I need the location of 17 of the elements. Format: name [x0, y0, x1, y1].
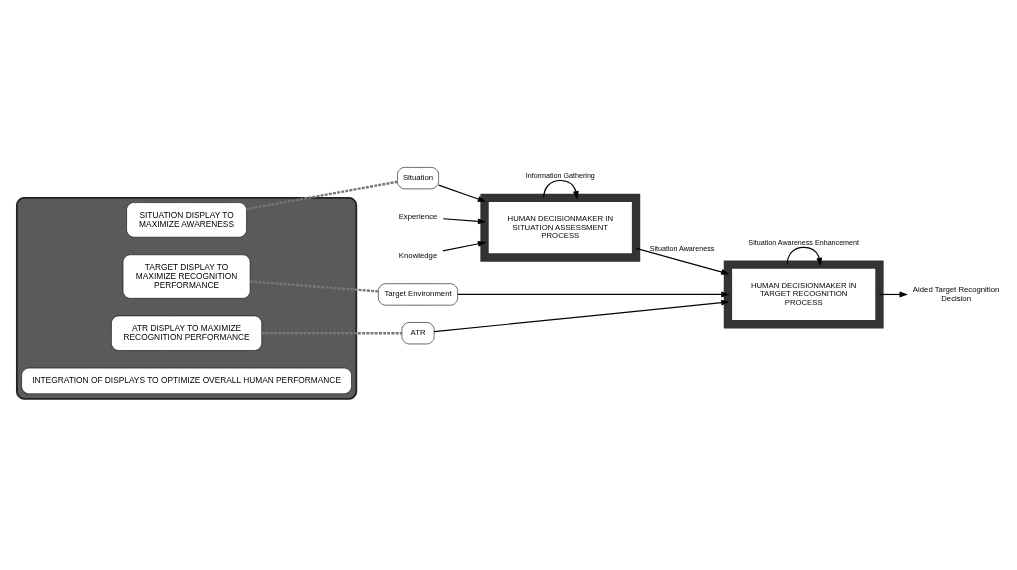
arrow: [441, 240, 486, 251]
arrow: [442, 217, 486, 224]
arrow: [635, 247, 730, 275]
arrow: [433, 299, 730, 332]
connector: [249, 279, 378, 293]
arrow: [437, 184, 486, 202]
arrow: [878, 291, 908, 297]
connector: [261, 331, 402, 334]
node-box: TARGET DISPLAY TO MAXIMIZE RECOGNITION PERFORMANCE: [122, 254, 250, 299]
arrow: [456, 291, 730, 297]
node-box: ATR DISPLAY TO MAXIMIZE RECOGNITION PERFORMANCE: [110, 315, 262, 351]
arrow: [542, 179, 579, 199]
cluster: [15, 196, 357, 400]
arrow: [786, 246, 822, 266]
node-box: SITUATION DISPLAY TO MAXIMIZE AWARENESS: [125, 201, 247, 237]
connector: [245, 180, 397, 210]
node-box: INTEGRATION OF DISPLAYS TO OPTIMIZE OVERALL HUMAN PERFORMANCE: [20, 367, 352, 394]
